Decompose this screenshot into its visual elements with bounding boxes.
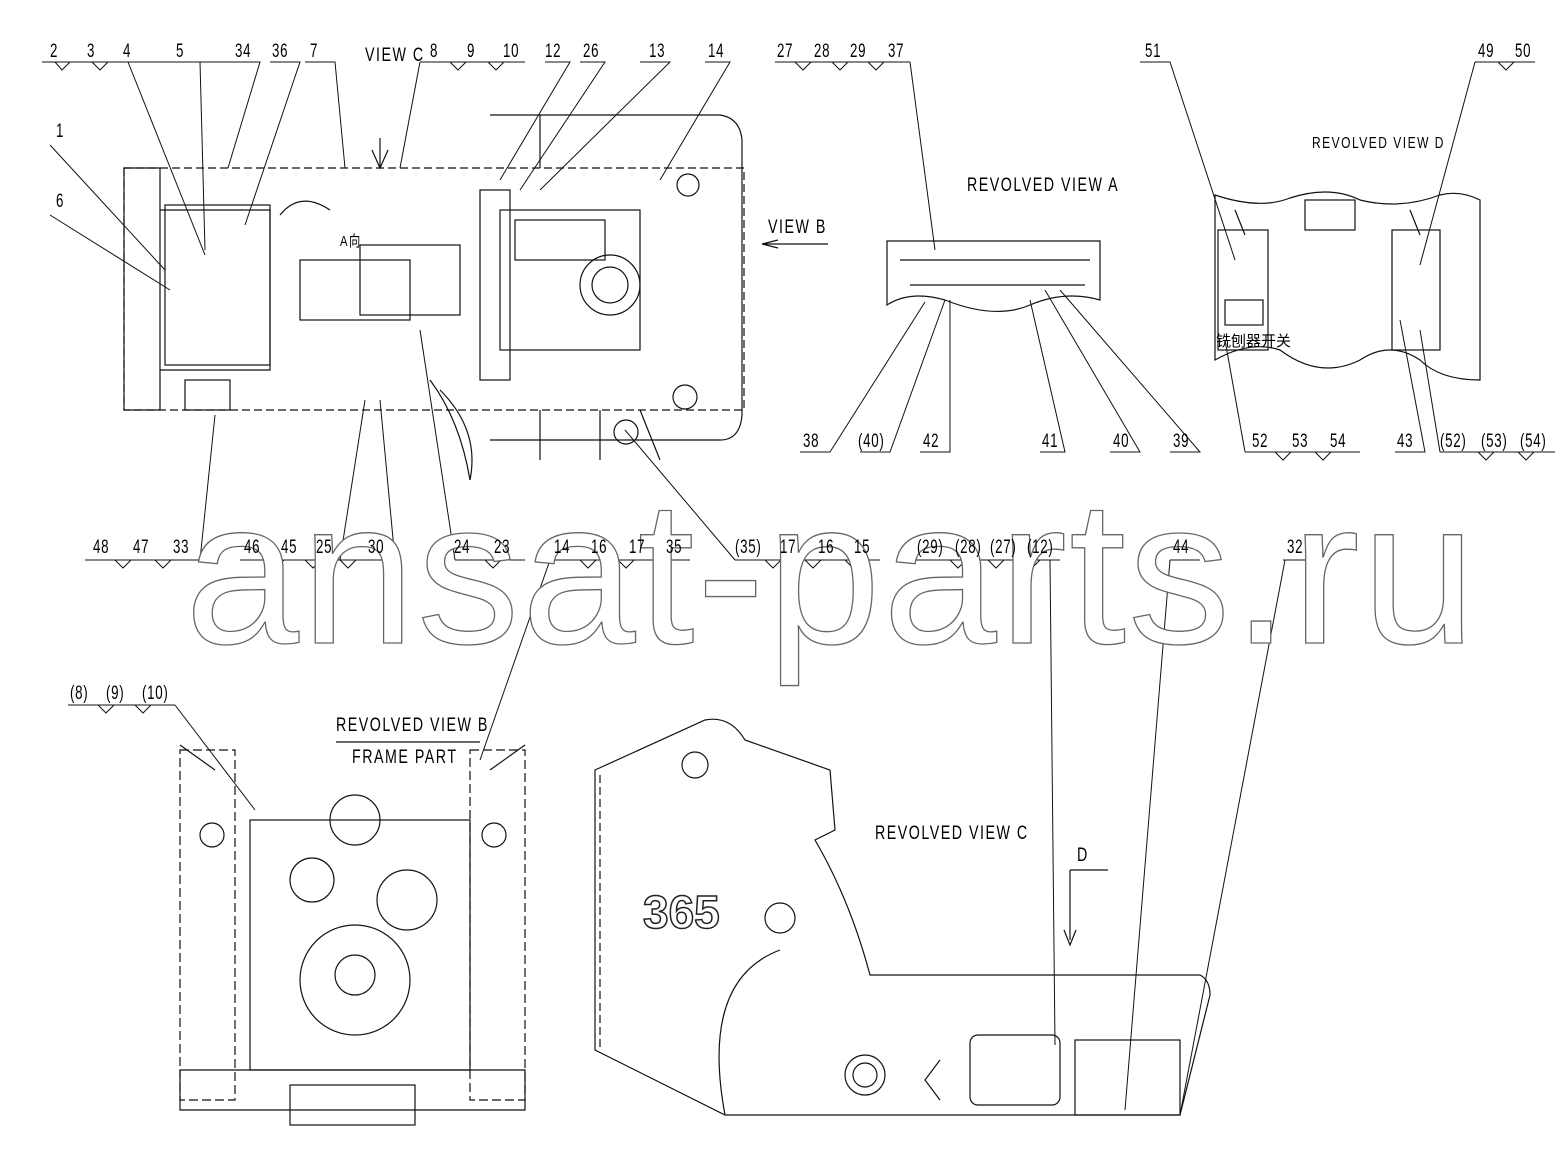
callout: 28 [814,41,831,62]
callout: 27 [777,41,794,62]
callout: (9) [106,683,125,704]
callout: 46 [244,537,261,558]
leader-lines [42,61,1555,1116]
revolved-view-c-drawing [594,718,1211,1116]
frame-part-title: FRAME PART [352,747,458,768]
callout: 15 [854,537,871,558]
callout: 16 [818,537,835,558]
callout: (35) [735,537,762,558]
callout: 35 [666,537,683,558]
callout: 2 [50,41,59,62]
revolved-view-a-title: REVOLVED VIEW A [967,175,1120,196]
callout: 50 [1515,41,1532,62]
callout: 41 [1042,431,1059,452]
callout: 9 [467,41,476,62]
callout: 47 [133,537,150,558]
callout: 32 [1287,537,1304,558]
callout: 42 [923,431,940,452]
revolved-view-b-title: REVOLVED VIEW B [336,715,489,736]
callout: 33 [173,537,190,558]
callout: 14 [554,537,571,558]
callout: 14 [708,41,725,62]
machine-model-number: 365 [642,885,720,939]
revolved-view-c-title: REVOLVED VIEW C [875,823,1029,844]
callout: 53 [1292,431,1309,452]
callout: 30 [368,537,385,558]
callout: (53) [1481,431,1508,452]
callout: (40) [858,431,885,452]
switch-label: 铣刨器开关 [1216,332,1292,350]
callout: 8 [430,41,439,62]
revolved-view-d-drawing [1214,191,1481,381]
d-direction-label: D [1077,845,1089,866]
a-direction-label: A向 [340,233,362,250]
callout: 13 [649,41,666,62]
callout: 16 [591,537,608,558]
callout: 12 [545,41,562,62]
callout: 40 [1113,431,1130,452]
callout: 25 [316,537,333,558]
callout: 5 [176,41,185,62]
callout: (29) [917,537,944,558]
callout: 48 [93,537,110,558]
callout: 38 [803,431,820,452]
callout: 7 [310,41,319,62]
callout: (12) [1027,537,1054,558]
callout: 39 [1173,431,1190,452]
callout: 26 [583,41,600,62]
callout: (27) [990,537,1017,558]
view-b-label: VIEW B [768,217,827,238]
callout: 45 [281,537,298,558]
callout: 37 [888,41,905,62]
callout: 24 [454,537,471,558]
callout: (52) [1440,431,1467,452]
callout: 3 [87,41,96,62]
callout: 17 [629,537,646,558]
top-view-drawing [123,114,828,481]
callout: 17 [780,537,797,558]
callout: 36 [272,41,289,62]
callout: 43 [1397,431,1414,452]
callout: 29 [850,41,867,62]
callout: (8) [70,683,89,704]
callout: 10 [503,41,520,62]
watermark: ansat-parts.ru [184,458,1478,687]
callout: 49 [1478,41,1495,62]
view-c-label: VIEW C [365,45,425,66]
revolved-view-a-drawing [886,240,1101,312]
revolved-view-b-drawing [179,741,526,1126]
callout: (28) [955,537,982,558]
callout: 51 [1145,41,1162,62]
callout: 34 [235,41,252,62]
callout: (54) [1520,431,1547,452]
revolved-view-d-title: REVOLVED VIEW D [1312,135,1445,152]
callout: 1 [56,121,65,142]
callout: 52 [1252,431,1269,452]
callout: 23 [494,537,511,558]
callout: 4 [123,41,132,62]
callout: (10) [142,683,169,704]
callout: 54 [1330,431,1347,452]
callout: 44 [1173,537,1190,558]
callout: 6 [56,191,65,212]
